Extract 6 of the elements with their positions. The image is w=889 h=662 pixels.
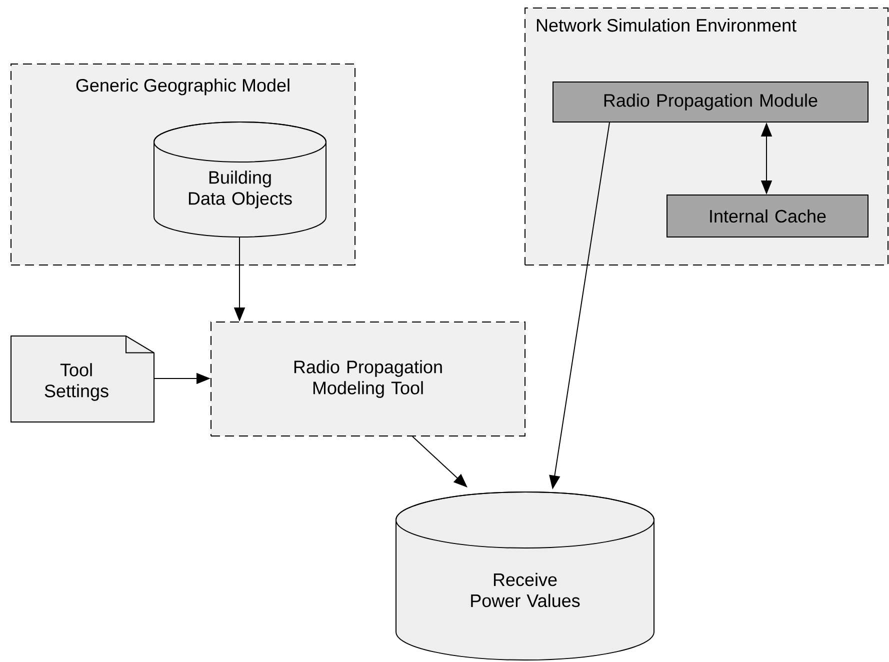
- process-box: Internal Cache: [666, 194, 868, 238]
- process-box: Radio Propagation Modeling Tool: [210, 322, 526, 436]
- document-note: Tool Settings: [10, 336, 154, 422]
- process-box: Radio Propagation Module: [552, 82, 868, 122]
- database-cylinder: Building Data Objects: [154, 122, 326, 238]
- database-cylinder: Receive Power Values: [396, 492, 654, 660]
